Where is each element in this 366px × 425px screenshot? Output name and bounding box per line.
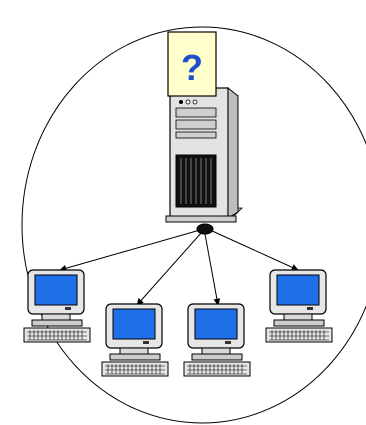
workstation-icon-2 <box>101 303 169 377</box>
server-question-card: ? <box>167 31 217 97</box>
connection-arrow-3 <box>204 233 221 306</box>
network-hub-node <box>196 223 214 235</box>
connection-arrow-4 <box>209 229 299 271</box>
server-question-mark: ? <box>181 47 203 88</box>
workstation-icon-4 <box>265 269 333 343</box>
server-tower <box>165 86 243 223</box>
connection-arrow-2 <box>136 231 203 306</box>
connection-lines <box>59 229 299 306</box>
connection-arrow-1 <box>59 229 201 272</box>
workstation-icon-3 <box>183 303 251 377</box>
network-boundary-ellipse <box>21 26 366 424</box>
workstation-icon-1 <box>23 269 91 343</box>
